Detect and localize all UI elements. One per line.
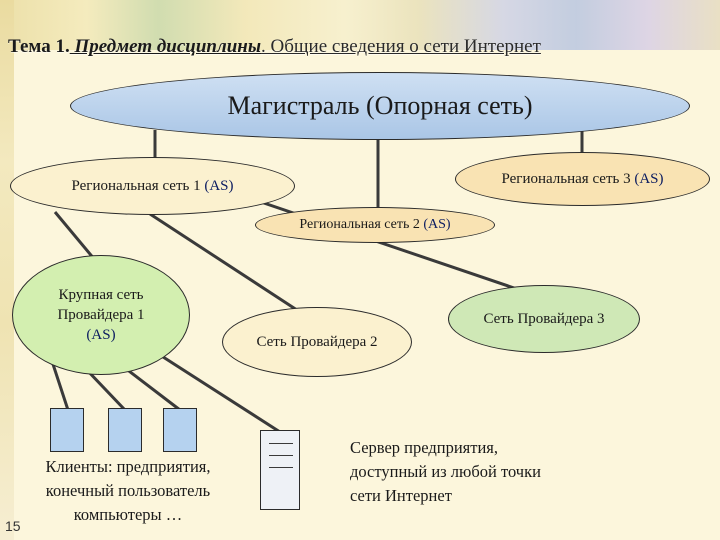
big-provider-node: Крупная сеть Провайдера 1 (AS) [12, 255, 190, 375]
regional-network-1-label: Региональная сеть 1 (AS) [71, 177, 234, 194]
provider-2-label: Сеть Провайдера 2 [256, 333, 378, 350]
regional-network-1-node: Региональная сеть 1 (AS) [10, 157, 295, 215]
slide-title: Тема 1. Предмет дисциплины. Общие сведен… [8, 36, 708, 58]
provider-3-label: Сеть Провайдера 3 [483, 310, 605, 327]
client-computer-icon [50, 408, 84, 452]
backbone-node: Магистраль (Опорная сеть) [70, 72, 690, 140]
client-computer-icon [163, 408, 197, 452]
regional-network-2-label: Региональная сеть 2 (AS) [299, 217, 451, 232]
server-caption: Сервер предприятия, доступный из любой т… [350, 438, 541, 505]
link-bigprovider-client2 [83, 366, 127, 412]
link-bigprovider-server [159, 353, 281, 434]
clients-caption: Клиенты: предприятия, конечный пользоват… [45, 457, 211, 524]
link-regional1-bigprovider [53, 211, 97, 261]
provider-2-node: Сеть Провайдера 2 [222, 307, 412, 377]
big-provider-label: Крупная сеть Провайдера 1 (AS) [57, 287, 145, 343]
regional-network-2-node: Региональная сеть 2 (AS) [255, 207, 495, 243]
regional-network-3-node: Региональная сеть 3 (AS) [455, 152, 710, 206]
side-decoration [0, 0, 14, 540]
provider-3-node: Сеть Провайдера 3 [448, 285, 640, 353]
link-bigprovider-client3 [124, 366, 181, 412]
link-regional1-provider2 [149, 212, 301, 314]
server-icon [260, 430, 300, 510]
regional-network-3-label: Региональная сеть 3 (AS) [501, 170, 664, 187]
backbone-label: Магистраль (Опорная сеть) [227, 91, 533, 120]
title-description: . Общие сведения о сети Интернет [261, 36, 541, 57]
header-decoration [0, 0, 720, 50]
title-topic: Тема 1. [8, 36, 70, 57]
page-number: 15 [5, 518, 21, 534]
title-subject: Предмет дисциплины [69, 36, 262, 57]
client-computer-icon [108, 408, 142, 452]
